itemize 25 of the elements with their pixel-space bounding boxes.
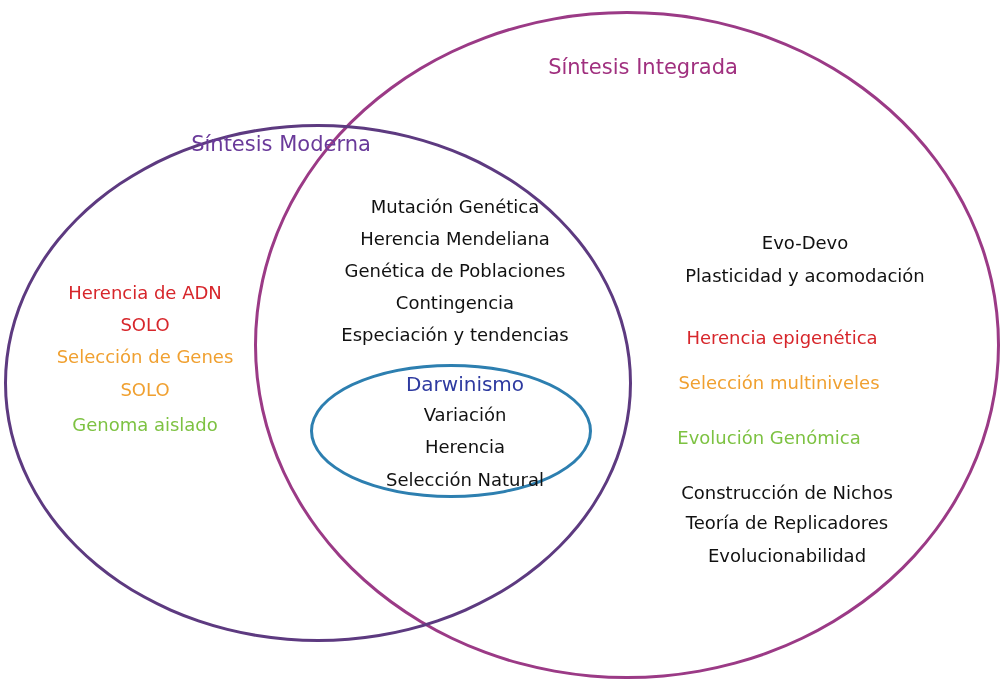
set-item: Herencia epigenética [686, 327, 878, 349]
set-item: SOLO [120, 379, 170, 401]
set-item: Variación [423, 404, 507, 426]
set-item: Teoría de Replicadores [685, 512, 889, 534]
set-item: Selección de Genes [56, 346, 234, 368]
set-item: Selección Natural [386, 469, 544, 491]
set-item: Genoma aislado [72, 414, 218, 436]
venn-ellipse [310, 364, 592, 498]
set-item: Herencia Mendeliana [360, 228, 550, 250]
set-heading: Darwinismo [405, 372, 525, 396]
set-heading: Síntesis Integrada [548, 55, 738, 81]
set-item: Especiación y tendencias [341, 324, 569, 346]
set-item: Contingencia [395, 292, 515, 314]
set-item: Evolucionabilidad [707, 545, 867, 567]
set-item: Evolución Genómica [677, 427, 861, 449]
set-item: Mutación Genética [370, 196, 540, 218]
set-item: Construcción de Nichos [681, 482, 893, 504]
set-item: Selección multiniveles [678, 372, 880, 394]
set-item: Genética de Poblaciones [344, 260, 566, 282]
set-item: Herencia [425, 436, 505, 458]
set-item: Plasticidad y acomodación [685, 265, 925, 287]
set-item: Evo-Devo [761, 232, 849, 254]
set-item: Herencia de ADN [68, 282, 222, 304]
set-item: SOLO [120, 314, 170, 336]
venn-ellipse [4, 124, 632, 642]
